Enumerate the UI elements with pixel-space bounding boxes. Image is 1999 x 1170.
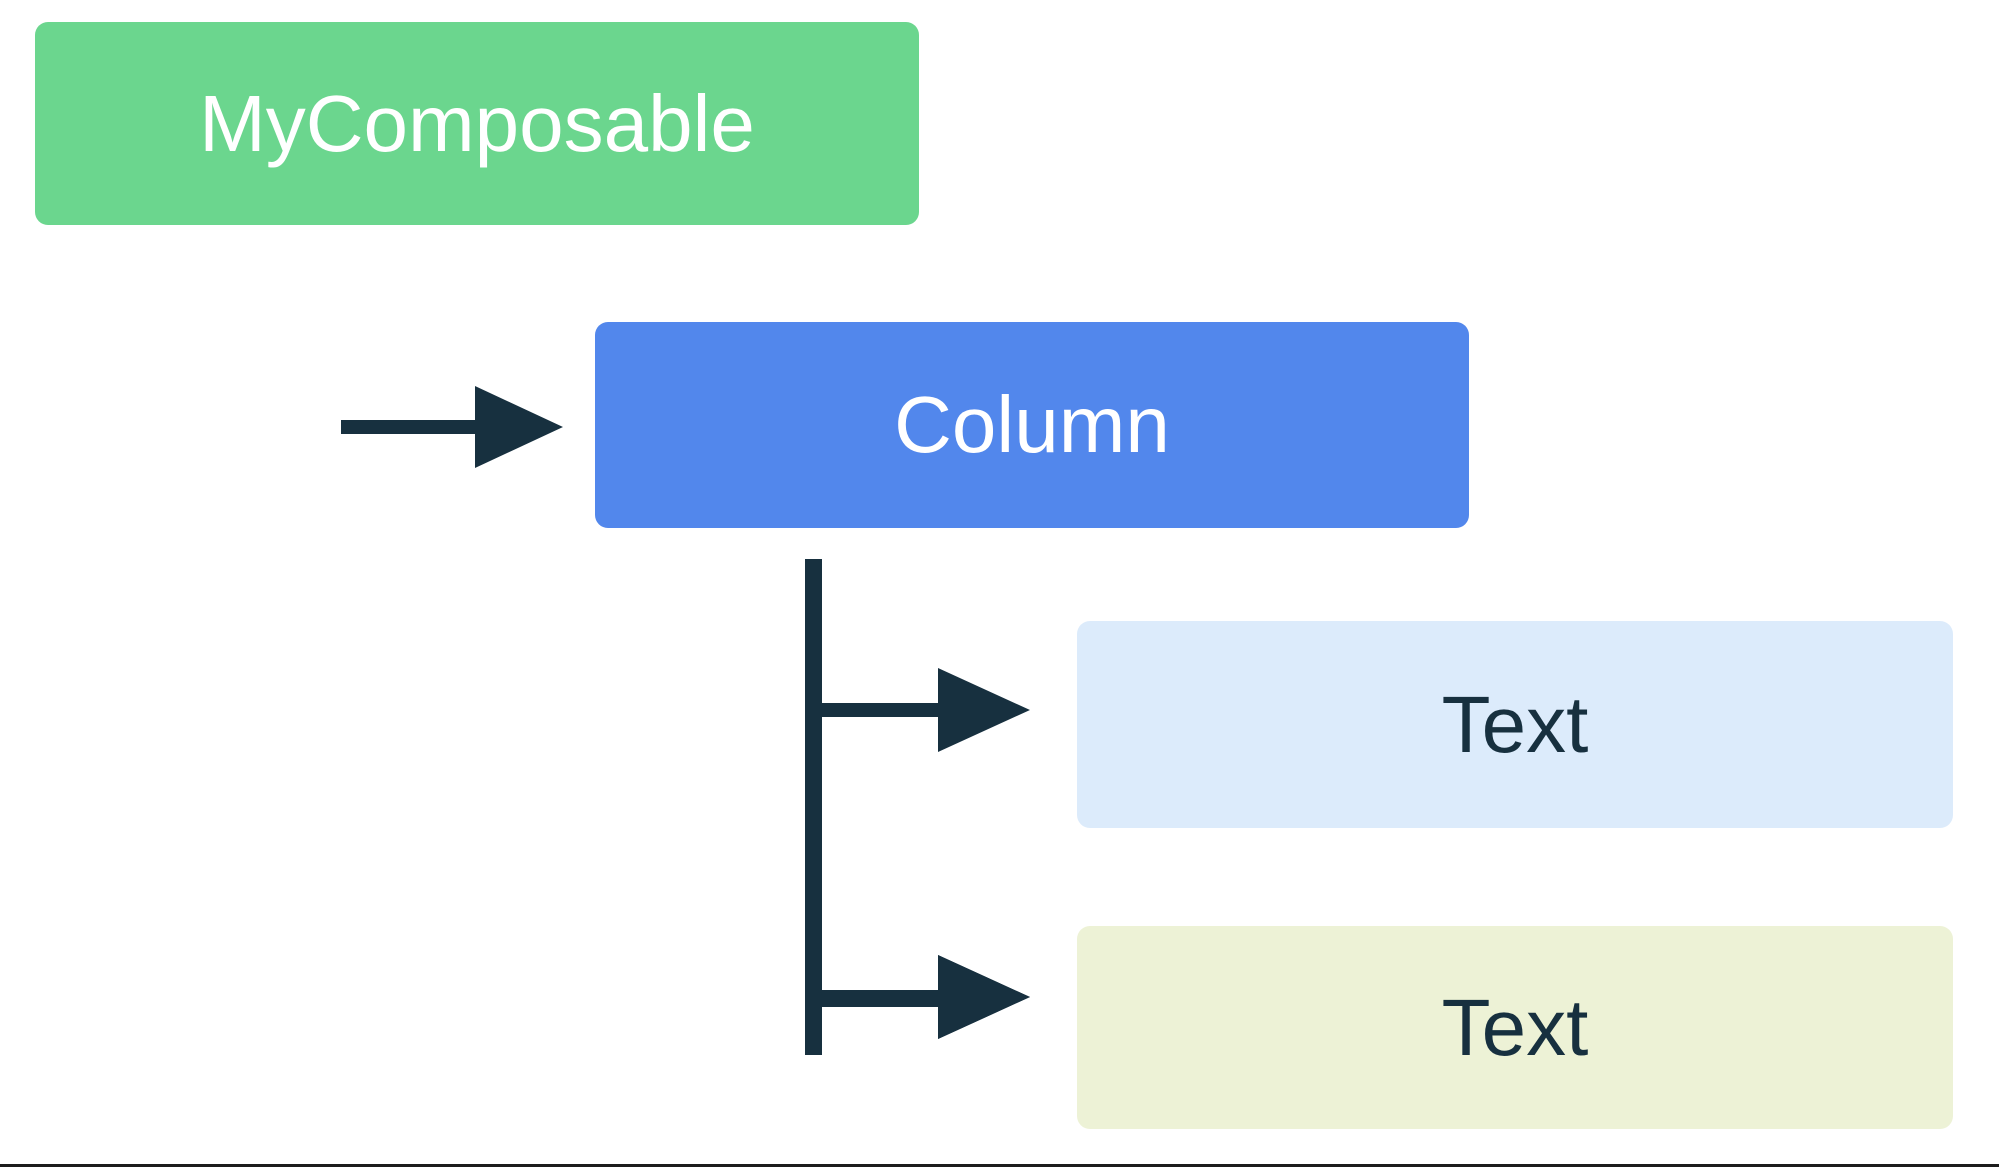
- node-my-composable-label: MyComposable: [199, 78, 755, 168]
- edge-root-to-column: [341, 258, 563, 468]
- node-text-second-label: Text: [1441, 982, 1589, 1072]
- node-text-second[interactable]: Text: [1077, 926, 1953, 1129]
- frame-bottom-rule: [0, 1164, 1999, 1167]
- edge-column-to-text-2: [805, 559, 1030, 1055]
- node-text-first-label: Text: [1441, 679, 1589, 769]
- node-column[interactable]: Column: [595, 322, 1469, 528]
- edge-column-to-text-1: [805, 559, 1030, 752]
- node-my-composable[interactable]: MyComposable: [35, 22, 919, 225]
- node-text-first[interactable]: Text: [1077, 621, 1953, 828]
- node-column-label: Column: [894, 380, 1170, 469]
